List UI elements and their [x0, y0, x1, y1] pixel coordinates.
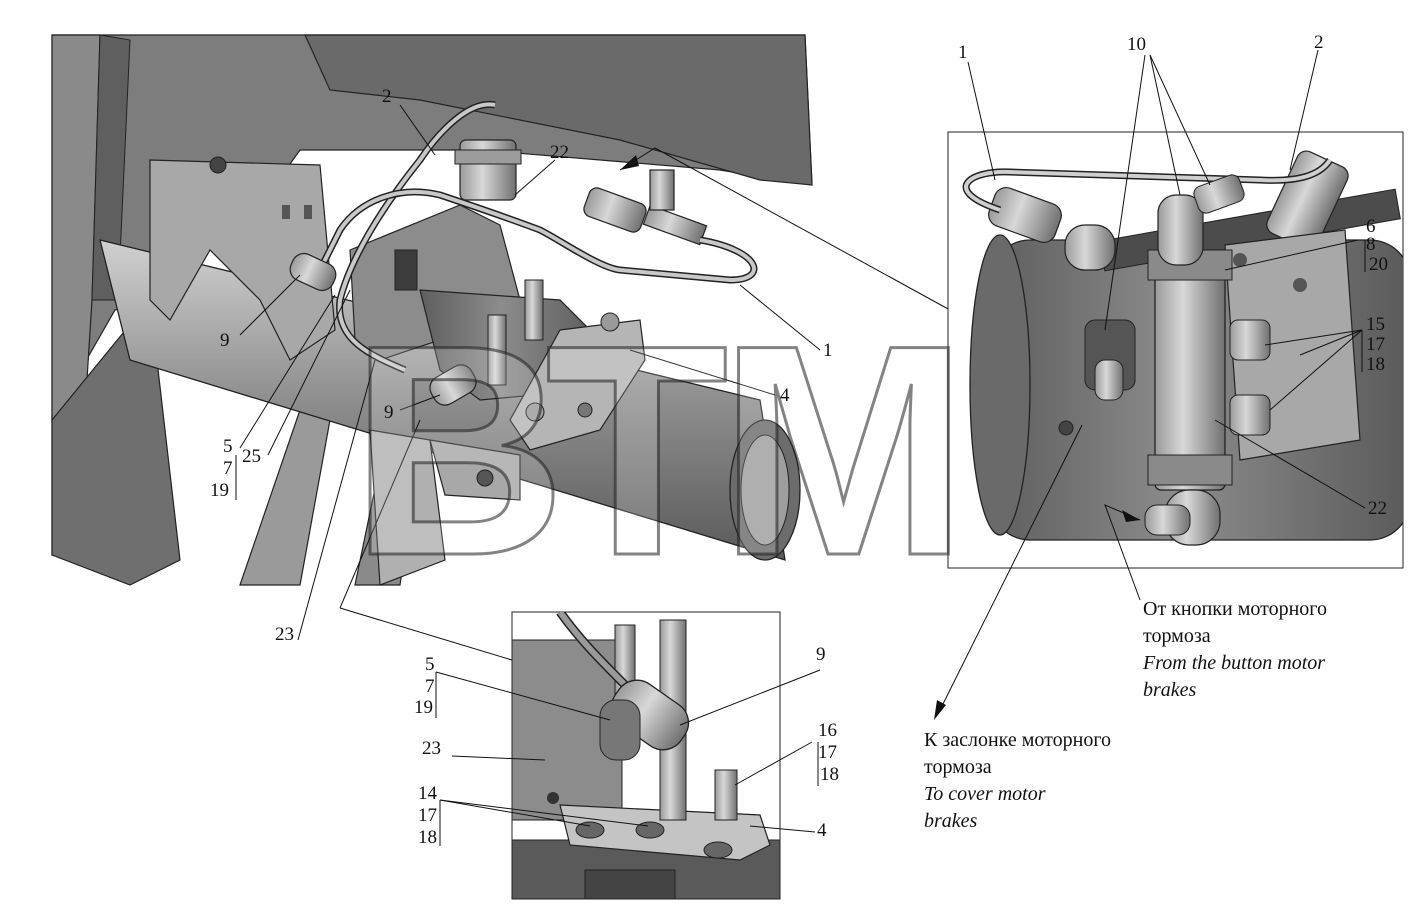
inset-right-label-1: 1 — [958, 42, 968, 63]
inset-right-label-17: 17 — [1366, 334, 1385, 355]
inset-bottom-label-16: 16 — [818, 720, 837, 741]
elbow-9-upper — [289, 252, 337, 292]
frame-support-leg — [239, 409, 331, 586]
inset-right-label-20: 20 — [1369, 254, 1388, 275]
inset-right — [934, 49, 1404, 720]
arrow-to-cover — [937, 424, 1083, 715]
caption-from-ru-1: От кнопки моторного — [1143, 598, 1328, 620]
label-1: 1 — [823, 340, 833, 361]
inset-bottom-label-18a: 18 — [820, 764, 839, 785]
inset-right-label-22: 22 — [1368, 498, 1387, 519]
inset-bottom — [339, 419, 821, 900]
inset-bottom-label-4: 4 — [817, 820, 827, 841]
inset-bottom-connector — [339, 607, 513, 661]
caption-to-cover: К заслонке моторного тормоза To cover mo… — [924, 727, 1111, 835]
label-7: 7 — [223, 458, 233, 479]
valve-22-closeup — [1154, 249, 1226, 491]
inset-bottom-label-23: 23 — [422, 738, 441, 759]
inset-right-label-8: 8 — [1366, 234, 1376, 255]
inset-right-label-10: 10 — [1127, 34, 1146, 55]
label-22: 22 — [550, 142, 569, 163]
label-25: 25 — [242, 446, 261, 467]
caption-to-en-1: To cover motor — [924, 783, 1046, 805]
inset-bottom-label-17a: 17 — [818, 742, 837, 763]
inset-bottom-label-14: 14 — [418, 783, 437, 804]
inset-right-label-15: 15 — [1366, 314, 1385, 335]
label-2: 2 — [382, 86, 392, 107]
main-view — [51, 34, 951, 641]
inset-right-label-2: 2 — [1314, 32, 1324, 53]
label-4: 4 — [780, 385, 790, 406]
elbow-9-lower — [429, 364, 477, 406]
watermark: ВТМ — [348, 282, 969, 618]
label-19: 19 — [210, 480, 229, 501]
label-9-upper: 9 — [220, 330, 230, 351]
inset-right-label-6: 6 — [1366, 216, 1376, 237]
caption-from-button: От кнопки моторного тормоза From the but… — [1143, 596, 1327, 704]
inset-right-label-18: 18 — [1366, 354, 1385, 375]
tee-fitting — [583, 187, 647, 233]
mount-plate-4 — [509, 319, 646, 451]
label-23: 23 — [275, 624, 294, 645]
inset-bottom-label-7: 7 — [425, 676, 435, 697]
caption-to-ru-2: тормоза — [924, 756, 992, 778]
inset-bottom-label-19: 19 — [414, 697, 433, 718]
caption-from-en-2: brakes — [1143, 679, 1197, 701]
inset-bottom-label-9: 9 — [816, 644, 826, 665]
inset-bottom-label-5: 5 — [425, 654, 435, 675]
inset-bottom-label-18b: 18 — [418, 827, 437, 848]
label-5: 5 — [223, 436, 233, 457]
inset-bottom-leaders — [435, 669, 821, 846]
caption-to-ru-1: К заслонке моторного — [924, 729, 1112, 751]
label-9-lower: 9 — [384, 402, 394, 423]
inset-right-leaders — [967, 49, 1366, 509]
fitting-22 — [459, 139, 517, 201]
caption-to-en-2: brakes — [924, 810, 978, 832]
caption-from-ru-2: тормоза — [1143, 625, 1211, 647]
main-leaders — [235, 104, 821, 641]
caption-from-en-1: From the button motor — [1143, 652, 1326, 674]
frame-upper-plate — [304, 34, 813, 186]
inset-bottom-label-17b: 17 — [418, 805, 437, 826]
lower-bracket — [429, 439, 521, 501]
